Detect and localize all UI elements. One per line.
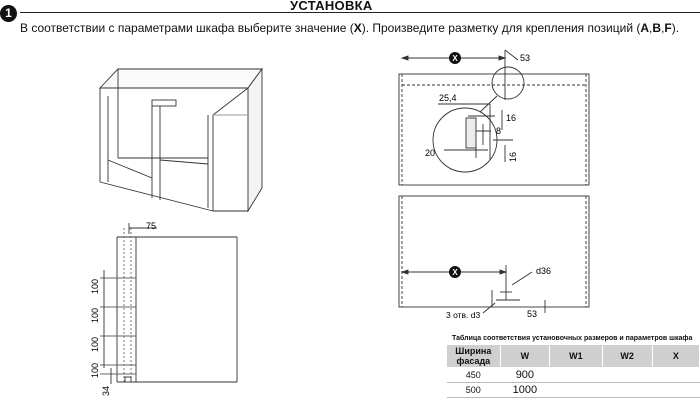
holes-note: 3 отв. d3 — [446, 310, 480, 320]
table-title: Таблица соответствия установочных размер… — [452, 335, 693, 342]
cell-facade: 450 — [446, 367, 501, 383]
instruction-comma: , — [661, 21, 665, 35]
instruction-part: ). — [671, 21, 680, 35]
side-spacing-1: 100 — [90, 279, 100, 294]
col-facade-width: Ширина фасада — [446, 344, 501, 368]
instruction-text: В соответствии с параметрами шкафа выбер… — [20, 21, 679, 35]
cell-w: 1000 — [500, 382, 550, 398]
detail-dim-16: 16 — [506, 113, 516, 123]
page-title: УСТАНОВКА — [290, 0, 373, 13]
side-section-drawing — [100, 223, 238, 384]
cell-x — [652, 382, 700, 398]
col-w2: W2 — [601, 344, 653, 368]
col-x: X — [651, 344, 700, 368]
step-number-badge: 1 — [0, 5, 17, 22]
instruction-a: A — [640, 21, 650, 35]
side-spacing-3: 100 — [90, 337, 100, 352]
x-label-bottom: X — [452, 268, 458, 277]
cell-w2 — [602, 367, 653, 383]
side-spacing-4: 100 — [90, 363, 100, 378]
header-bar: УСТАНОВКА — [0, 0, 700, 14]
x-marker-bottom — [449, 266, 461, 278]
table-row: 500 1000 — [446, 382, 700, 398]
table-header-row: Ширина фасада W W1 W2 X — [446, 344, 700, 368]
bottom-right-dim: 53 — [527, 309, 537, 319]
side-top-dim: 75 — [146, 221, 156, 231]
detail-dim-25-4: 25,4 — [439, 93, 457, 103]
cell-w1 — [549, 367, 603, 383]
detail-dim-8: 8 — [496, 126, 501, 136]
col-w1: W1 — [549, 344, 603, 368]
x-label-top: X — [452, 54, 458, 63]
header-rule — [20, 12, 700, 13]
cell-w: 900 — [500, 367, 550, 383]
instruction-part: ). Произведите разметку для крепления по… — [361, 21, 641, 35]
top-front-drawing — [398, 49, 590, 186]
col-w: W — [499, 344, 551, 368]
cell-x — [652, 367, 700, 383]
instruction-part: В соответствии с параметрами шкафа выбер… — [20, 21, 354, 35]
cell-w1 — [549, 382, 603, 398]
x-marker-top — [449, 52, 461, 64]
detail-dim-20: 20 — [425, 148, 435, 158]
side-spacing-2: 100 — [90, 308, 100, 323]
hole-diameter-label: d36 — [536, 266, 551, 276]
bottom-front-drawing — [398, 195, 590, 314]
instruction-x: X — [353, 21, 362, 35]
instruction-comma: , — [649, 21, 653, 35]
side-bottom-dim: 34 — [101, 386, 111, 396]
cell-facade: 500 — [446, 382, 501, 398]
instruction-b: B — [652, 21, 662, 35]
top-right-dim: 53 — [520, 53, 530, 63]
cell-w2 — [602, 382, 653, 398]
sizes-table: Ширина фасада W W1 W2 X 450 900 500 1000 — [446, 344, 700, 398]
cabinet-isometric-drawing — [98, 67, 263, 213]
detail-dim-16-vertical: 16 — [508, 152, 518, 162]
table-row: 450 900 — [446, 367, 700, 383]
instruction-f: F — [664, 21, 672, 35]
